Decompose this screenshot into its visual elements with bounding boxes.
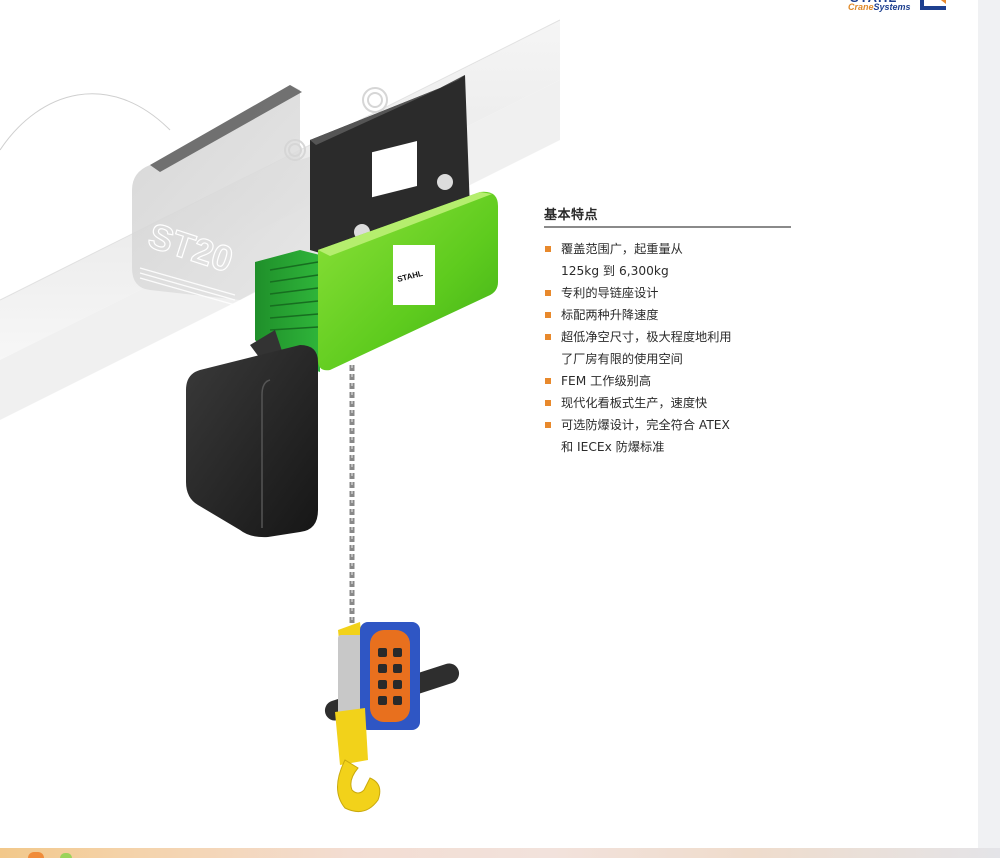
- logo-mark-icon: [920, 0, 946, 10]
- logo-brand-text: STAHL: [850, 0, 897, 5]
- bolt-icon: [437, 174, 453, 190]
- hook-block: [335, 708, 368, 765]
- feature-item: 现代化看板式生产，速度快: [544, 392, 791, 414]
- logo-subtitle-systems: Systems: [873, 2, 911, 12]
- stahl-badge-upper: [372, 141, 417, 198]
- feature-item: FEM 工作级别高: [544, 370, 791, 392]
- feature-item: 标配两种升降速度: [544, 304, 791, 326]
- feature-text: 超低净空尺寸，极大程度地利用: [561, 330, 732, 344]
- feature-text: 现代化看板式生产，速度快: [561, 396, 708, 410]
- next-page-decoration: [28, 852, 44, 858]
- feature-text: 标配两种升降速度: [561, 308, 659, 322]
- feature-text: 可选防爆设计，完全符合 ATEX: [561, 418, 730, 432]
- feature-text: 专利的导链座设计: [561, 286, 659, 300]
- stahl-cranesystems-logo: STAHL CraneSystems: [840, 0, 955, 16]
- feature-item: 覆盖范围广，起重量从 125kg 到 6,300kg: [544, 238, 791, 282]
- bullet-square-icon: [545, 290, 551, 296]
- next-page-edge: [0, 848, 1000, 858]
- chain-hoist-illustration: ST20 STAHL: [0, 19, 560, 813]
- bullet-square-icon: [545, 312, 551, 318]
- logo-subtitle-crane: Crane: [848, 2, 874, 12]
- feature-item: 专利的导链座设计: [544, 282, 791, 304]
- document-page: STAHL CraneSystems: [0, 0, 955, 813]
- bullet-square-icon: [545, 378, 551, 384]
- feature-item: 超低净空尺寸，极大程度地利用了厂房有限的使用空间: [544, 326, 791, 370]
- next-page-decoration: [60, 853, 72, 858]
- feature-text: 了厂房有限的使用空间: [561, 352, 683, 366]
- viewer-side-margin: [978, 0, 1000, 858]
- bullet-square-icon: [545, 400, 551, 406]
- motor-box: [186, 345, 318, 538]
- bullet-square-icon: [545, 246, 551, 252]
- feature-text: 125kg 到 6,300kg: [561, 264, 669, 278]
- feature-text: 和 IECEx 防爆标准: [561, 440, 665, 454]
- features-section: 基本特点 覆盖范围广，起重量从 125kg 到 6,300kg 专利的导链座设计 …: [544, 204, 791, 458]
- stahl-badge-lower: [393, 245, 435, 305]
- feature-text: FEM 工作级别高: [561, 374, 652, 388]
- feature-text: 覆盖范围广，起重量从: [561, 242, 683, 256]
- logo-subtitle: CraneSystems: [848, 2, 911, 12]
- decorative-arc: [0, 93, 171, 151]
- feature-item: 可选防爆设计，完全符合 ATEX 和 IECEx 防爆标准: [544, 414, 791, 458]
- bullet-square-icon: [545, 334, 551, 340]
- hook-icon: [337, 759, 381, 813]
- features-title: 基本特点: [544, 204, 791, 228]
- bullet-square-icon: [545, 422, 551, 428]
- features-list: 覆盖范围广，起重量从 125kg 到 6,300kg 专利的导链座设计 标配两种升…: [544, 238, 791, 458]
